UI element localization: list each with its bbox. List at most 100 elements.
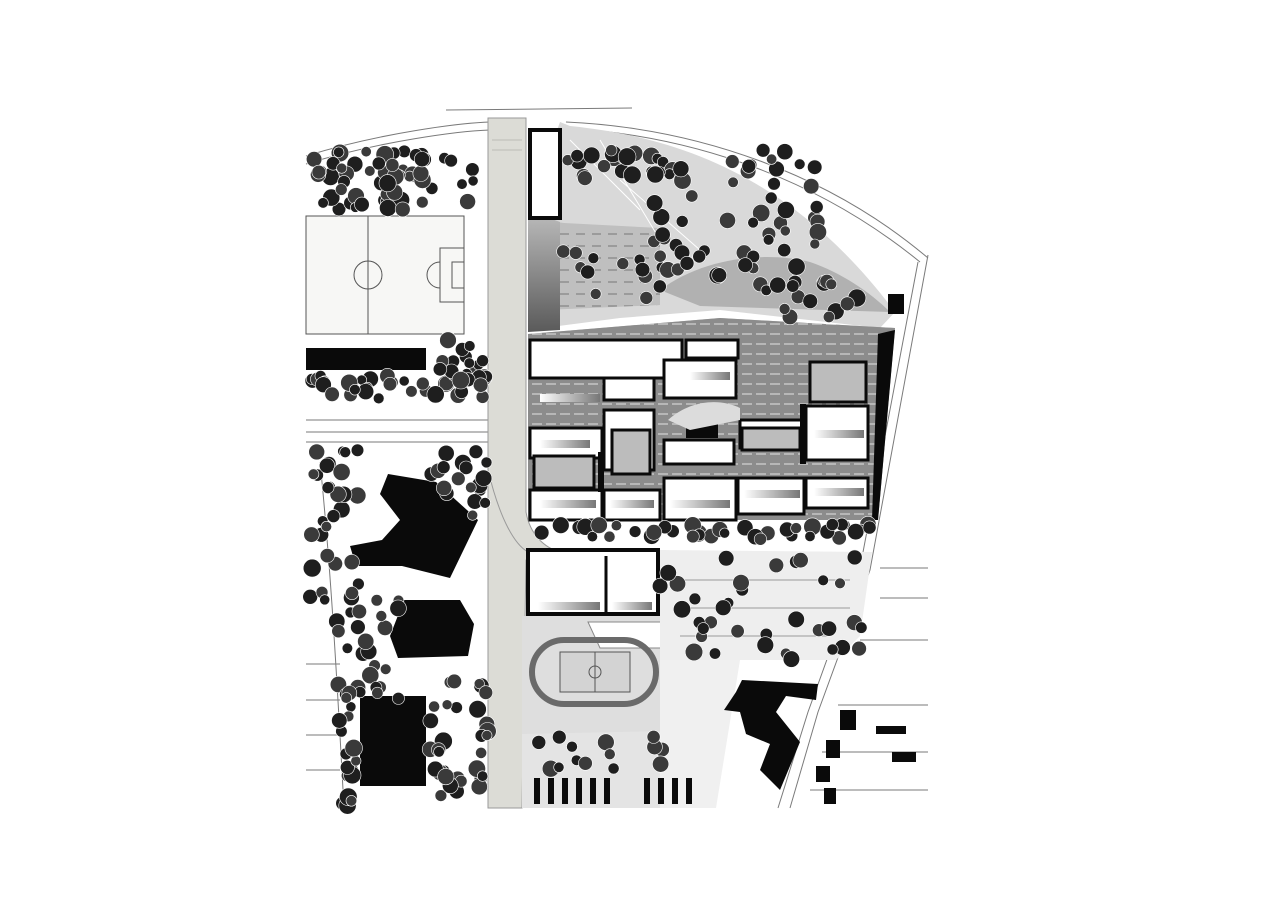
tree-canopy [319, 548, 335, 564]
tree-canopy [378, 174, 397, 193]
tree-canopy [331, 624, 346, 639]
tree-canopy [370, 594, 383, 607]
tree-canopy [862, 520, 877, 535]
tree-canopy [834, 577, 846, 589]
tree-canopy [478, 685, 493, 700]
tree-canopy [692, 249, 707, 264]
tree-canopy [697, 622, 710, 635]
tree-canopy [787, 257, 806, 276]
tree-canopy [311, 164, 326, 180]
tree-canopy [473, 678, 485, 690]
tree-canopy [820, 620, 837, 637]
tree-canopy [762, 234, 775, 246]
tree-canopy [479, 497, 491, 509]
tree-canopy [416, 196, 429, 209]
tree-canopy [718, 550, 735, 567]
tree-canopy [792, 552, 809, 569]
tree-canopy [809, 200, 824, 214]
tree-canopy [468, 444, 484, 459]
tree-canopy [782, 650, 801, 668]
tree-canopy [531, 735, 547, 750]
tree-canopy [351, 603, 367, 620]
tree-canopy [332, 463, 351, 481]
tree-canopy [456, 178, 468, 190]
tree-canopy [652, 279, 667, 294]
tree-canopy [568, 246, 583, 260]
tree-canopy [719, 527, 730, 539]
tree-canopy [357, 632, 375, 650]
tree-canopy [651, 577, 669, 595]
tree-canopy [714, 599, 732, 616]
tree-canopy [719, 211, 736, 229]
tree-canopy [433, 746, 445, 758]
tree-canopy [302, 558, 322, 578]
tree-canopy [623, 165, 642, 185]
running-track [522, 616, 663, 734]
tree-canopy [350, 443, 365, 457]
tree-canopy [727, 176, 739, 188]
tree-canopy [475, 469, 493, 487]
tree-canopy [628, 525, 642, 538]
tree-canopy [468, 700, 487, 719]
tree-canopy [755, 143, 771, 158]
tree-canopy [459, 460, 474, 475]
tree-canopy [405, 385, 418, 398]
tree-canopy [578, 755, 593, 771]
tree-canopy [450, 701, 463, 714]
tree-canopy [391, 692, 405, 705]
tree-canopy [646, 165, 665, 184]
tree-canopy [441, 699, 453, 711]
tree-canopy [607, 762, 620, 775]
tree-canopy [415, 376, 430, 391]
tree-canopy [646, 730, 661, 744]
tree-canopy [566, 740, 578, 753]
tree-canopy [432, 362, 448, 377]
south-building [526, 548, 660, 616]
tree-canopy [398, 375, 410, 387]
tree-canopy [768, 557, 784, 573]
tree-canopy [343, 554, 360, 571]
tree-canopy [803, 178, 820, 195]
tree-canopy [480, 456, 493, 469]
tree-canopy [610, 520, 622, 532]
tree-canopy [331, 712, 348, 729]
tree-canopy [737, 257, 753, 273]
tree-canopy [467, 509, 478, 521]
tree-canopy [326, 509, 341, 523]
tree-canopy [318, 457, 335, 474]
tree-canopy [463, 357, 475, 369]
tree-canopy [382, 377, 398, 392]
campus-building [528, 318, 895, 522]
tree-canopy [809, 238, 821, 250]
tree-canopy [752, 204, 771, 223]
tree-canopy [364, 165, 376, 177]
tree-canopy [481, 730, 493, 741]
tree-canopy [769, 276, 787, 294]
tree-canopy [413, 151, 430, 168]
tree-canopy [711, 267, 728, 284]
tree-canopy [439, 331, 457, 349]
tree-canopy [339, 760, 355, 775]
tree-canopy [756, 636, 774, 654]
tree-canopy [767, 177, 781, 191]
tree-canopy [802, 293, 818, 309]
tree-canopy [329, 485, 347, 503]
tree-canopy [725, 154, 740, 169]
tree-canopy [345, 795, 358, 807]
tree-canopy [766, 153, 778, 165]
tree-canopy [747, 216, 759, 229]
tree-canopy [331, 202, 347, 217]
tree-canopy [371, 156, 386, 171]
tree-canopy [603, 530, 616, 543]
tree-canopy [652, 755, 670, 773]
tree-canopy [617, 147, 637, 166]
tree-canopy [451, 471, 466, 486]
tree-canopy [684, 642, 704, 662]
tree-canopy [533, 524, 550, 541]
tree-canopy [360, 146, 372, 158]
tree-canopy [379, 199, 397, 217]
tree-canopy [341, 642, 354, 654]
tree-canopy [831, 530, 847, 546]
tree-canopy [672, 160, 690, 178]
